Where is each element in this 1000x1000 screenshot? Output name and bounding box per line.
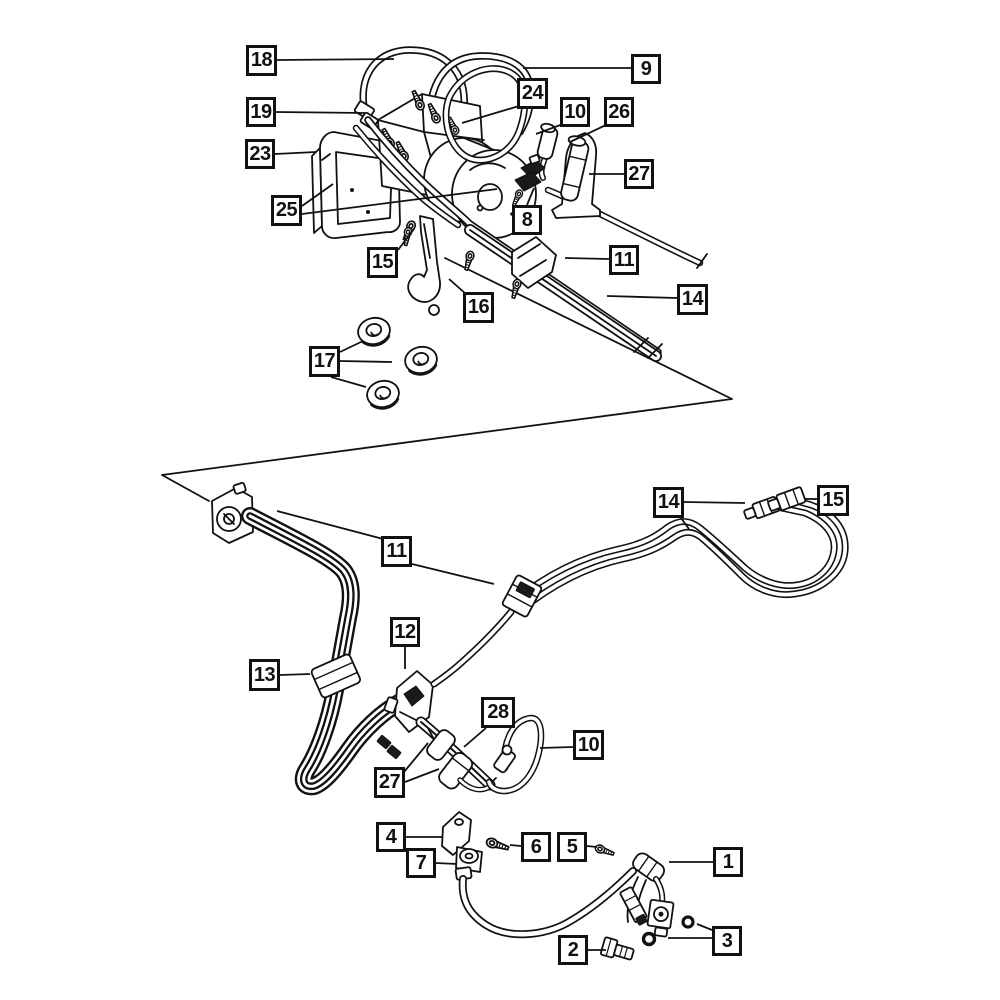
chassis-brake-lines	[211, 481, 845, 792]
leader-line-c27-lower	[404, 768, 440, 783]
tube-nuts-15-lower	[743, 486, 807, 520]
front-hose-assembly	[441, 811, 695, 961]
spring-hose-27-lower	[426, 727, 489, 792]
leader-line-c18	[276, 58, 395, 61]
bracket-4	[441, 811, 472, 856]
rear-line-pair	[434, 501, 845, 684]
leader-line-c6	[509, 844, 522, 847]
leader-line-c7	[435, 862, 458, 865]
leader-line-c13	[279, 673, 311, 676]
washers-3	[641, 915, 695, 947]
leader-line-c11-lower	[276, 510, 384, 540]
leader-line-c17	[339, 360, 393, 363]
fitting-8	[509, 153, 546, 208]
leader-line-c28	[463, 727, 487, 748]
leader-line-c24	[461, 105, 520, 124]
leader-line-c27-lower	[403, 742, 429, 773]
leader-line-c25	[301, 183, 334, 207]
bolt-6	[484, 836, 511, 854]
leader-line-c15-top	[397, 228, 415, 251]
bracket-16	[401, 215, 476, 316]
leader-line-c3	[696, 923, 713, 931]
brake-hose-1	[463, 852, 675, 937]
leader-line-c11-top	[564, 257, 610, 260]
abs-pump-motor	[423, 137, 537, 239]
leader-line-c14-top	[606, 295, 678, 299]
leader-line-c10-top	[535, 123, 564, 135]
clamp-junction-rear	[501, 574, 543, 618]
clamp-13	[310, 653, 361, 699]
main-brake-tube-run	[356, 120, 663, 362]
leader-line-c17	[339, 340, 364, 353]
leader-line-c14-lower	[680, 517, 690, 530]
leader-line-c19	[275, 111, 366, 114]
secondary-tube-run	[548, 190, 708, 269]
bolt-5	[593, 843, 616, 859]
leader-line-c8	[526, 187, 535, 206]
banjo-bolt-2	[599, 936, 635, 961]
clamp-11-top	[508, 236, 557, 300]
leader-line-c25	[301, 188, 498, 215]
leader-line-c16	[448, 278, 467, 295]
hose-10-lower	[489, 718, 541, 791]
junction-bracket-12	[376, 670, 434, 760]
leader-line-c5	[586, 845, 598, 848]
leader-line-c11-lower	[411, 563, 495, 585]
section-break-line	[161, 257, 733, 502]
callout-leader-lines	[274, 58, 817, 951]
leader-line-c23	[274, 151, 317, 155]
line-connector-block	[211, 481, 254, 544]
grommets-17	[354, 314, 441, 413]
abs-unit-assembly	[311, 50, 708, 413]
leader-line-c10-lower	[539, 746, 574, 749]
leader-line-c14-lower	[683, 501, 746, 504]
sleeve-26	[560, 135, 590, 202]
sensor-wire-connector	[619, 876, 648, 926]
mount-7	[454, 846, 483, 881]
leader-line-c17	[330, 376, 367, 388]
front-line-bundle	[250, 516, 402, 786]
leader-line-c26	[569, 124, 607, 143]
